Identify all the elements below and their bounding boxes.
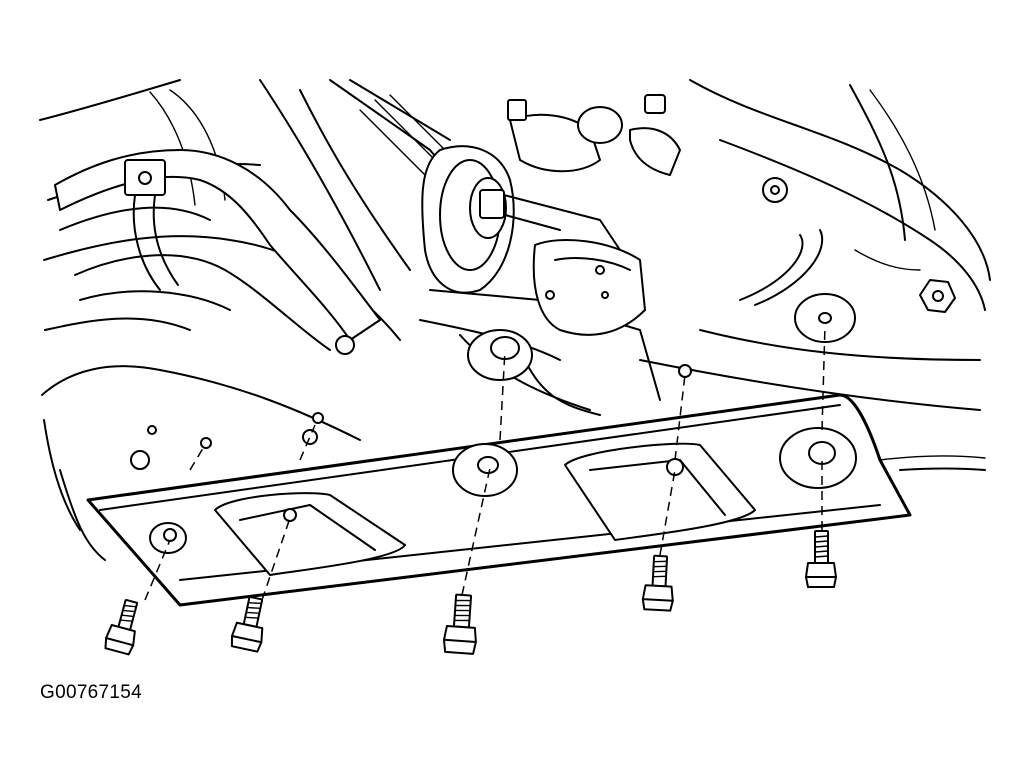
bolt-1: [104, 598, 139, 656]
cylinder-head-stud-holes: [130, 177, 956, 470]
coolant-hose: [54, 149, 381, 355]
figure-id-label: G00767154: [40, 682, 143, 703]
engine-mount-assembly: [421, 94, 681, 336]
bolt-4: [641, 554, 674, 612]
heat-shield: [86, 393, 912, 607]
vehicle-underbody-background: [39, 79, 991, 561]
bolt-3: [442, 593, 477, 655]
bolt-2: [230, 595, 264, 653]
alignment-dashed-lines: [144, 324, 826, 601]
bolt-5: [805, 530, 837, 588]
